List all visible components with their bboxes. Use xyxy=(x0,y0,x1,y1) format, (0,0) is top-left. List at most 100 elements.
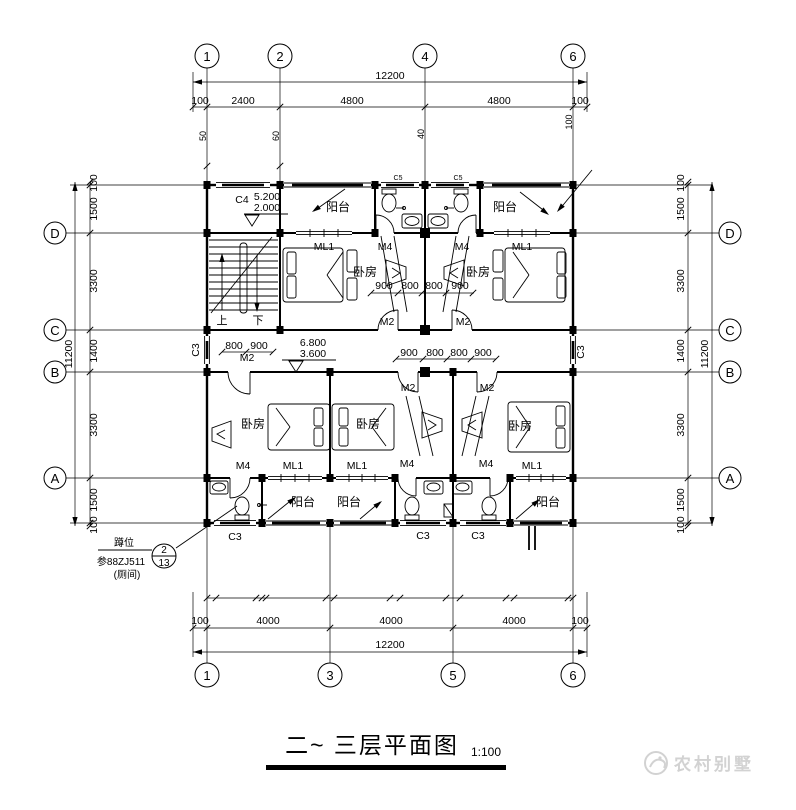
grid-bubble-right: D xyxy=(725,226,734,241)
grid-bubble-top: 2 xyxy=(276,49,283,64)
grid-bubble-bottom: 1 xyxy=(203,668,210,683)
level-value: 6.800 xyxy=(300,337,326,349)
grid-bubble-right: A xyxy=(726,471,735,486)
dim-left-overall: 11200 xyxy=(63,340,75,369)
grid-bubble-left: D xyxy=(50,226,59,241)
door-label-ml1: ML1 xyxy=(347,460,368,472)
windows xyxy=(204,182,576,526)
room-label-balcony: 阳台 xyxy=(326,199,350,214)
door-label-m2: M2 xyxy=(380,316,395,328)
dim-top-offset: 100 xyxy=(564,114,574,129)
title-block: 二~ 三层平面图 1:100 xyxy=(266,732,506,770)
dim-top-seg: 4800 xyxy=(340,95,364,107)
dim-top-offset: 50 xyxy=(198,131,208,141)
dim-left-seg: 3300 xyxy=(88,413,100,437)
grid-bubble-bottom: 3 xyxy=(326,668,333,683)
dim-left-seg: 100 xyxy=(88,516,100,534)
level-value: 3.600 xyxy=(300,348,326,360)
dim-top-seg: 2400 xyxy=(231,95,255,107)
arrows xyxy=(267,169,593,520)
elevation-marks: 5.200 2.000 6.800 3.600 xyxy=(244,191,336,373)
grid-bubble-top: 1 xyxy=(203,49,210,64)
grid-bubble-top: 6 xyxy=(569,49,576,64)
title-underline xyxy=(266,765,506,770)
dim-top-overall: 12200 xyxy=(375,70,404,82)
detail-bubble-number: 2 xyxy=(161,545,167,556)
room-label-bedroom: 卧房 xyxy=(356,416,380,431)
grid-bubble-left: A xyxy=(51,471,60,486)
drawing-scale: 1:100 xyxy=(471,745,501,759)
dim-interior: 800 xyxy=(225,340,243,352)
room-label-balcony: 阳台 xyxy=(536,494,560,509)
dimension-lines xyxy=(72,79,715,655)
labels: 阳台 阳台 阳台 阳台 阳台 卧房 卧房 卧房 卧房 卧房 ML1 ML1 ML… xyxy=(190,175,587,543)
dim-left-seg: 1500 xyxy=(88,197,100,221)
dim-right-seg: 1400 xyxy=(675,339,687,363)
room-label-bedroom: 卧房 xyxy=(508,418,532,433)
stairs: 上 下 xyxy=(209,236,278,327)
watermark: 农村别墅 xyxy=(644,751,754,775)
watermark-logo xyxy=(644,751,668,775)
grid-bubble-right: C xyxy=(725,323,734,338)
detail-note-title: 蹲位 xyxy=(114,536,134,549)
dim-top-seg: 4800 xyxy=(487,95,511,107)
room-label-balcony: 阳台 xyxy=(493,199,517,214)
dim-interior: 900 xyxy=(474,347,492,359)
door-label-m4: M4 xyxy=(455,241,470,253)
grid-bubbles: 1 2 4 6 1 3 5 6 D C B A D C B A xyxy=(43,43,742,688)
stair-up-label: 上 xyxy=(217,314,228,327)
grid-bubble-right: B xyxy=(726,365,735,380)
dim-interior: 800 xyxy=(425,280,443,292)
grid-bubble-top: 4 xyxy=(421,49,428,64)
dim-right-seg: 1500 xyxy=(675,488,687,512)
detail-note-ref: 参88ZJ511 xyxy=(97,555,146,568)
window-label-c3: C3 xyxy=(190,343,202,357)
stair-down-label: 下 xyxy=(253,315,264,327)
dim-right-overall: 11200 xyxy=(699,340,711,369)
drawing-title: 二~ 三层平面图 xyxy=(285,732,459,758)
window-label-c3: C3 xyxy=(575,345,587,359)
doors xyxy=(227,214,566,499)
dim-bottom-seg: 100 xyxy=(571,615,589,627)
room-label-bedroom: 卧房 xyxy=(353,264,377,279)
dim-bottom-seg: 4000 xyxy=(379,615,403,627)
detail-note: 蹲位 参88ZJ511 (厕间) 2 13 xyxy=(97,505,238,581)
door-label-m2: M2 xyxy=(401,382,416,394)
door-label-ml1: ML1 xyxy=(314,241,335,253)
dim-bottom-seg: 4000 xyxy=(256,615,280,627)
window-label-c3: C3 xyxy=(228,531,242,543)
window-label-c5: C5 xyxy=(394,175,403,182)
room-label-balcony: 阳台 xyxy=(337,494,361,509)
detail-bubble-sheet: 13 xyxy=(158,558,170,569)
door-label-m4: M4 xyxy=(378,241,393,253)
door-label-ml1: ML1 xyxy=(522,460,543,472)
room-label-bedroom: 卧房 xyxy=(466,264,490,279)
dim-right-seg: 100 xyxy=(675,516,687,534)
room-label-balcony: 阳台 xyxy=(291,494,315,509)
door-label-m2: M2 xyxy=(480,382,495,394)
dim-top-seg: 100 xyxy=(191,95,209,107)
columns xyxy=(203,181,577,527)
door-label-m2: M2 xyxy=(240,352,255,364)
door-label-m2: M2 xyxy=(456,316,471,328)
room-label-bedroom: 卧房 xyxy=(241,416,265,431)
dim-bottom-seg: 100 xyxy=(191,615,209,627)
watermark-text: 农村别墅 xyxy=(673,754,754,774)
grid-bubble-bottom: 5 xyxy=(449,668,456,683)
window-label-c5: C5 xyxy=(454,175,463,182)
dim-interior: 800 xyxy=(450,347,468,359)
dim-bottom-seg: 4000 xyxy=(502,615,526,627)
grid-bubble-left: C xyxy=(50,323,59,338)
dim-right-seg: 100 xyxy=(675,174,687,192)
dim-interior: 900 xyxy=(400,347,418,359)
door-label-m4: M4 xyxy=(400,458,415,470)
window-label-c3: C3 xyxy=(471,530,485,542)
dim-left-seg: 1400 xyxy=(88,339,100,363)
dim-interior: 900 xyxy=(250,340,268,352)
grid-bubble-bottom: 6 xyxy=(569,668,576,683)
door-label-ml1: ML1 xyxy=(283,460,304,472)
dim-left-seg: 1500 xyxy=(88,488,100,512)
dim-top-offset: 40 xyxy=(416,129,426,139)
